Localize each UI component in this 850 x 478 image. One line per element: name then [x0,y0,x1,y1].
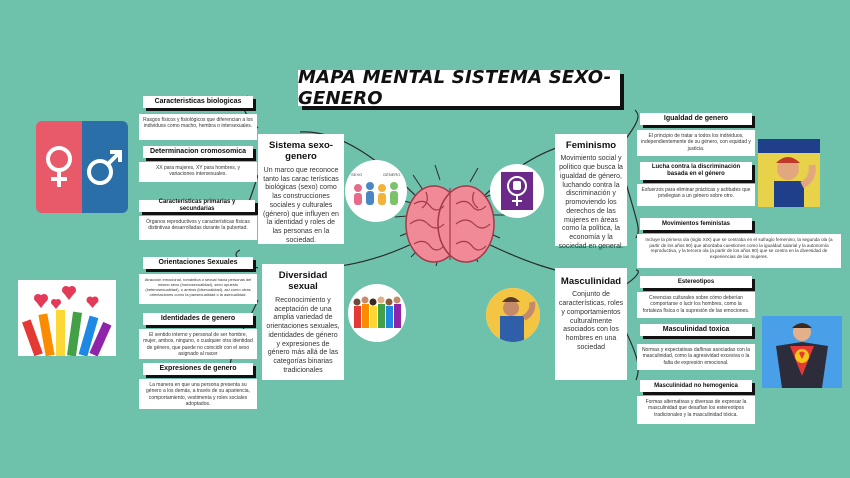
label-masculinidad-toxica: Masculinidad toxica [640,324,752,336]
label-identidades-de-genero: Identidades de genero [143,313,253,325]
text-caracteristicas-biologicas: Rasgos físicos y fisiológicos que difere… [139,114,257,140]
diversity-people-circle [348,284,406,342]
masculinidad-text: Conjunto de características, roles y com… [558,291,624,351]
label-expresiones-de-genero: Expresiones de genero [143,363,253,375]
label-lucha-discriminacion: Lucha contra la discriminación basada en… [640,162,752,180]
feminism-circle [490,164,544,218]
card-feminismo: Feminismo Movimiento social y político q… [555,134,627,250]
text-determinacion-cromosomica: XX para mujeres, XY para hombres, y vari… [139,162,257,182]
circle-label-genero: GÉNERO [383,172,400,177]
feminism-poster [501,172,533,210]
diversidad-text: Reconocimiento y aceptación de una ampli… [266,296,340,374]
text-expresiones-de-genero: La manera en que una persona presenta su… [139,379,257,409]
masculinity-circle [486,288,540,342]
diversity-hands-image [18,280,116,356]
text-caracteristicas-primarias: Órganos reproductivos y características … [139,216,257,240]
male-symbol-icon [87,150,122,185]
diverse-people-icon [353,296,401,328]
text-igualdad-de-genero: El principio de tratar a todos los indiv… [637,130,755,156]
sexo-genero-circle: SEXO GÉNERO [345,160,407,222]
masculinidad-heading: Masculinidad [560,276,622,287]
card-masculinidad: Masculinidad Conjunto de características… [555,268,627,380]
text-estereotipos: Creencias culturales sobre cómo deberían… [637,292,755,318]
label-movimientos-feministas: Movimientos feministas [640,218,752,230]
rosie-riveter-icon [758,139,820,207]
card-sistema-sexo-genero: Sistema sexo-genero Un marco que reconoc… [258,134,344,244]
text-orientaciones-sexuales: Atracción emocional, romántica o sexual … [139,274,257,304]
text-masculinidad-no-hemogenica: Formas alternativas y diversas de expres… [637,396,755,424]
card-diversidad-sexual: Diversidad sexual Reconocimiento y acept… [262,264,344,380]
feminismo-heading: Feminismo [565,140,617,151]
label-igualdad-de-genero: Igualdad de genero [640,113,752,125]
circle-label-sexo: SEXO [351,172,362,177]
text-identidades-de-genero: El sentido interno y personal de ser hom… [139,329,257,359]
superhero-icon [762,316,842,388]
hearts-icon [34,286,99,309]
superhero-image [762,316,842,388]
brain-icon [405,185,495,263]
text-masculinidad-toxica: Normas y expectativas dañinas asociadas … [637,344,755,370]
raised-hands-icon [22,310,112,356]
diversidad-heading: Diversidad sexual [278,270,328,293]
male-panel [82,121,128,213]
label-masculinidad-no-hemogenica: Masculinidad no hemogenica [640,380,752,392]
label-estereotipos: Estereotipos [640,276,752,288]
text-lucha-discriminacion: Esfuerzos para eliminar prácticas y acti… [637,184,755,206]
text-movimientos-feministas: Incluye la primera ola (siglo XIX) que s… [637,234,841,268]
label-caracteristicas-primarias: Caracteristicas primarias y secundarias [139,199,255,212]
female-panel [36,121,82,213]
label-determinacion-cromosomica: Determinacion cromosomica [143,146,253,158]
female-symbol-icon [46,146,72,187]
feminist-fist-icon [507,176,527,206]
sistema-heading: Sistema sexo-genero [269,140,333,163]
sistema-text: Un marco que reconoce tanto las carac te… [263,166,339,244]
label-caracteristicas-biologicas: Caracteristicas biologicas [143,96,253,108]
gender-symbols-image [36,121,128,213]
label-orientaciones-sexuales: Orientaciones Sexuales [143,257,253,269]
man-flexing-icon [486,288,540,342]
page-title: MAPA MENTAL SISTEMA SEXO-GENERO [298,67,620,109]
feminismo-text: Movimiento social y político que busca l… [558,155,624,250]
we-can-do-it-image [758,139,820,207]
people-icon [354,182,398,205]
